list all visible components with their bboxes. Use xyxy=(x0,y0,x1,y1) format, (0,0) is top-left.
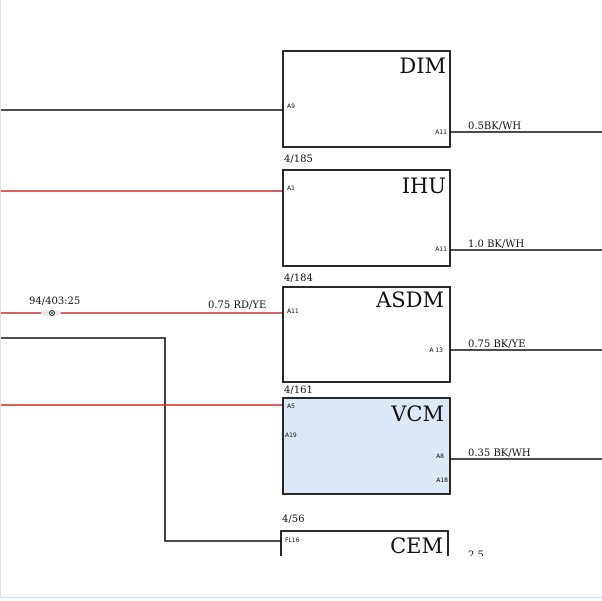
module-ref-vcm: 4/161 xyxy=(284,385,313,396)
pin-asdm-in: A11 xyxy=(287,308,299,315)
module-name-vcm: VCM xyxy=(390,402,444,426)
asdm-out-wire-label: 0.75 BK/YE xyxy=(468,339,526,350)
module-box-asdm xyxy=(282,286,451,383)
pin-asdm-out: A 13 xyxy=(429,347,443,354)
dim-out-wire-label: 0.5BK/WH xyxy=(468,121,521,132)
module-name-asdm: ASDM xyxy=(375,288,444,312)
splice-connector xyxy=(41,310,61,316)
module-asdm[interactable]: ASDM A11 A 13 xyxy=(282,286,451,383)
module-name-dim: DIM xyxy=(399,54,446,78)
module-cem[interactable]: CEM FL16 xyxy=(280,530,449,558)
pin-vcm-in2: A19 xyxy=(285,432,297,439)
module-ref-ihu: 4/185 xyxy=(284,154,313,165)
pin-cem-in: FL16 xyxy=(285,537,300,544)
module-name-cem: CEM xyxy=(390,534,443,558)
asdm-in-wire-label: 0.75 RD/YE xyxy=(208,300,266,311)
module-vcm[interactable]: VCM A5 A19 A8 A18 xyxy=(282,397,451,495)
module-dim[interactable]: DIM A9 A11 xyxy=(282,50,451,148)
module-ref-cem: 4/56 xyxy=(282,514,304,525)
module-ihu[interactable]: IHU A1 A11 xyxy=(282,169,451,267)
pin-ihu-in: A1 xyxy=(287,185,295,192)
vcm-out-wire-label: 0.35 BK/WH xyxy=(468,448,531,459)
pin-dim-in: A9 xyxy=(287,103,295,110)
pin-dim-out: A11 xyxy=(435,129,447,136)
module-name-ihu: IHU xyxy=(402,174,446,198)
pin-vcm-out: A8 xyxy=(436,453,444,460)
ihu-out-wire-label: 1.0 BK/WH xyxy=(468,239,525,250)
module-box-ihu xyxy=(282,169,451,267)
module-box-dim xyxy=(282,50,451,148)
pin-vcm-in: A5 xyxy=(287,403,295,410)
diagram-crop-mask xyxy=(0,556,602,601)
cem-out-wire-label: 2.5 xyxy=(468,550,484,561)
connector-label: 94/403:25 xyxy=(29,296,80,307)
module-ref-asdm: 4/184 xyxy=(284,273,313,284)
module-box-vcm xyxy=(282,397,451,495)
pin-ihu-out: A11 xyxy=(435,246,447,253)
wire-cem-in xyxy=(0,337,281,542)
module-box-cem xyxy=(280,530,449,556)
pin-vcm-out2: A18 xyxy=(436,477,448,484)
